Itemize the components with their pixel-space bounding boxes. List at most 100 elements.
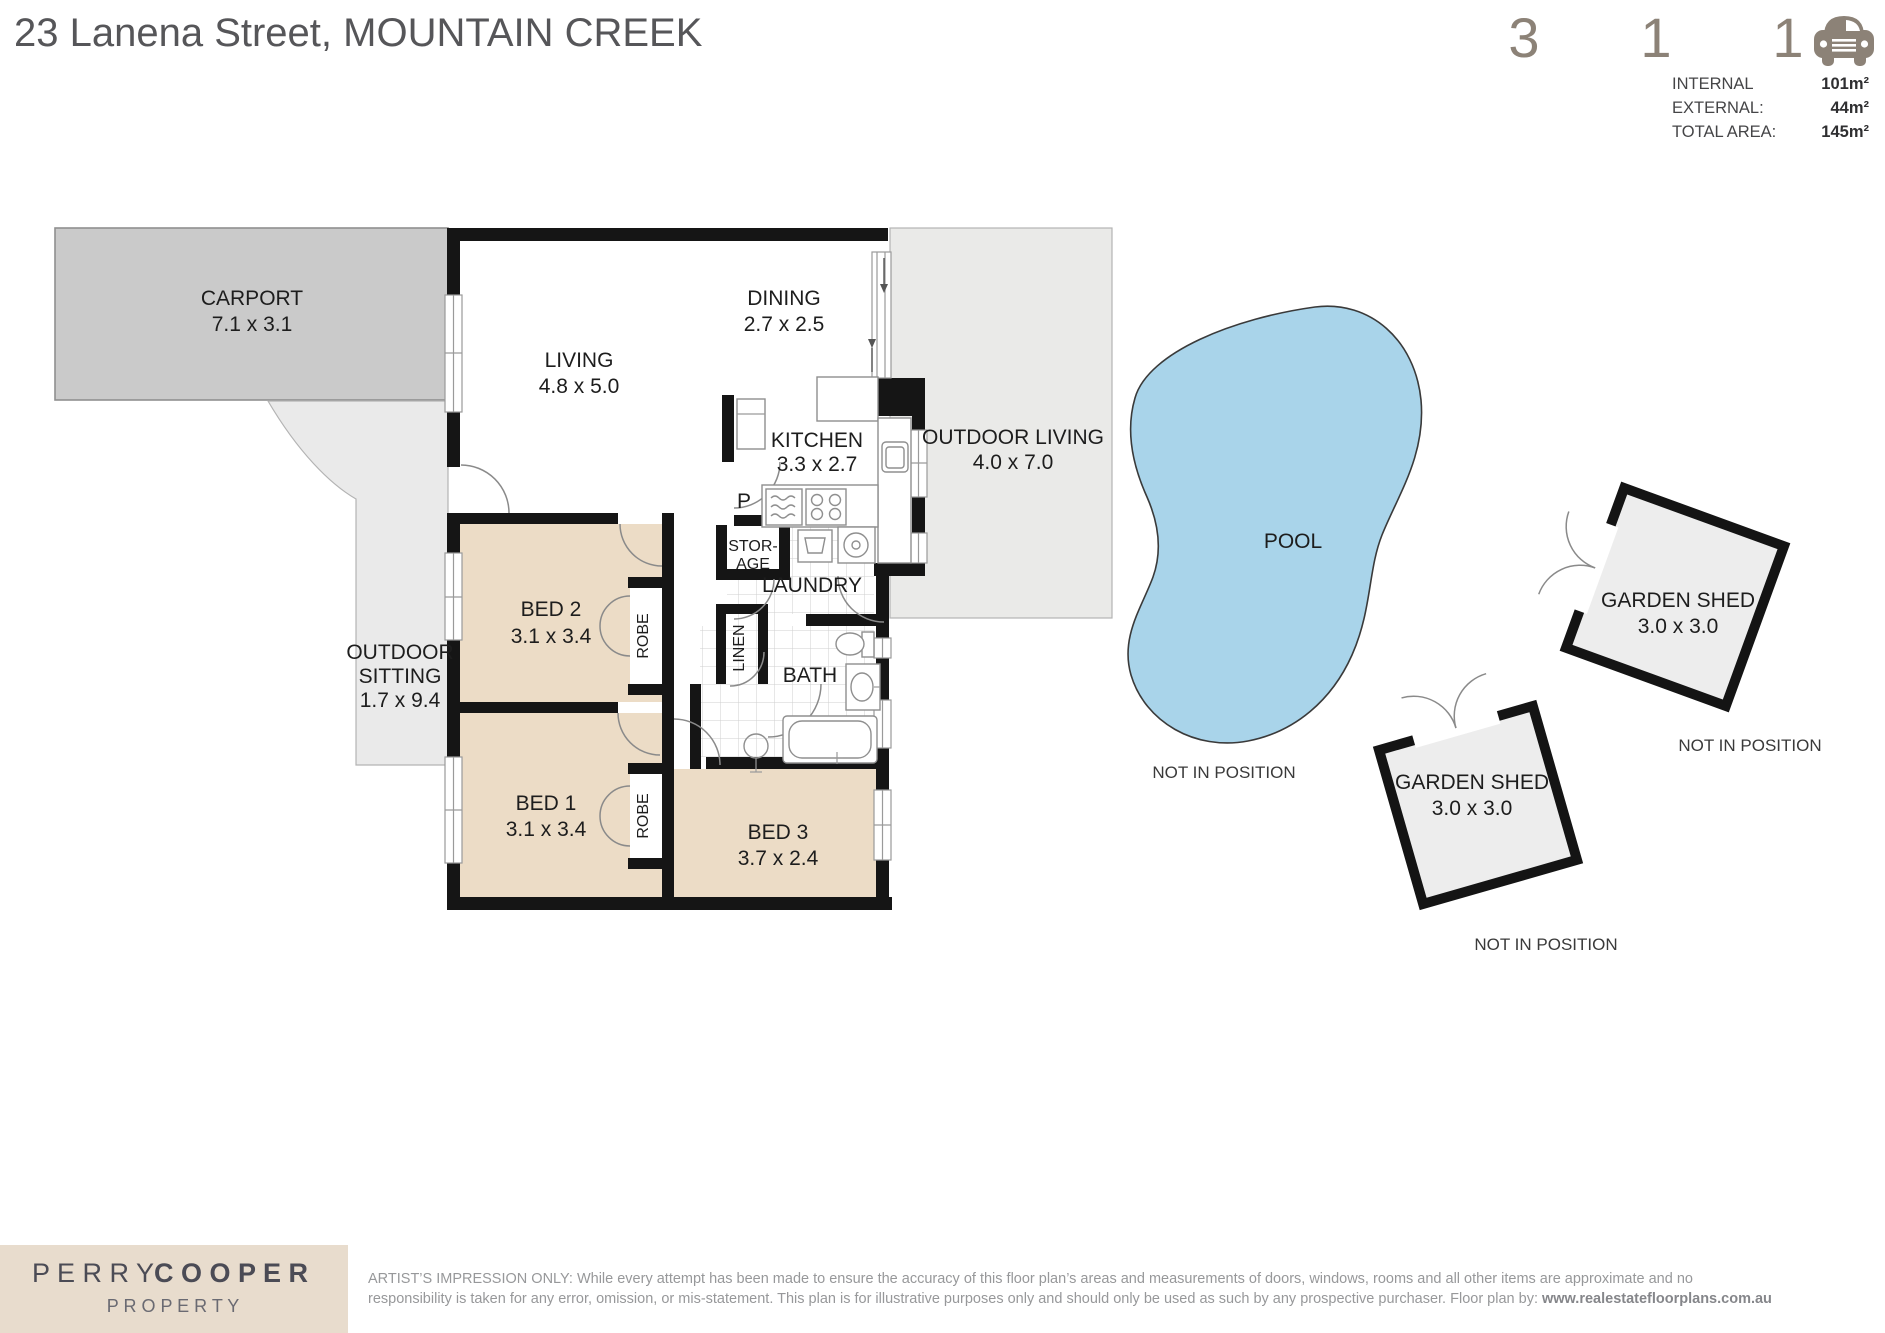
robe-label: ROBE — [635, 613, 652, 658]
laundry-tub-icon — [797, 529, 833, 563]
dining-label: DINING — [747, 287, 821, 310]
kitchen-dims: 3.3 x 2.7 — [777, 453, 858, 476]
brand-logo — [0, 1245, 348, 1333]
external-label: EXTERNAL: — [1672, 99, 1764, 117]
disclaimer-line2: responsibility is taken for any error, o… — [368, 1291, 1772, 1307]
laundry-door-arc — [837, 575, 885, 623]
bed1-window — [444, 756, 463, 864]
car-icon — [1814, 16, 1874, 66]
bathtub-icon — [782, 715, 878, 764]
fixtures — [736, 376, 912, 773]
fridge-icon — [736, 398, 766, 450]
living-window — [444, 294, 463, 413]
page-title: 23 Lanena Street, MOUNTAIN CREEK — [14, 11, 703, 55]
garden-shed-2: GARDEN SHED 3.0 x 3.0 NOT IN POSITION — [1372, 672, 1618, 954]
outdoor-sitting-label: SITTING — [359, 665, 442, 688]
internal-label: INTERNAL — [1672, 75, 1754, 93]
disclaimer-text: responsibility is taken for any error, o… — [368, 1291, 1542, 1307]
storage-label: AGE — [736, 556, 770, 573]
feature-counts: 3 1 1 — [1508, 6, 1874, 69]
shed2-label: GARDEN SHED — [1395, 771, 1549, 794]
carport-label: CARPORT — [201, 287, 303, 310]
walls — [447, 228, 925, 910]
linen-label: LINEN — [731, 624, 748, 671]
total-area-value: 145m² — [1821, 123, 1869, 141]
cooktop-icon — [805, 488, 847, 526]
area-summary: INTERNAL 101m² EXTERNAL: 44m² TOTAL AREA… — [1672, 75, 1869, 141]
pool-shape — [1127, 305, 1423, 744]
brand-second: C O O P E R — [154, 1258, 308, 1288]
bed2-label: BED 2 — [521, 598, 582, 621]
doors — [460, 461, 885, 847]
robe-label: ROBE — [635, 793, 652, 838]
bed3-label: BED 3 — [748, 821, 809, 844]
kitchen-bench-east — [877, 417, 912, 564]
pool-not-in-position: NOT IN POSITION — [1152, 763, 1295, 782]
shed1-label: GARDEN SHED — [1601, 589, 1755, 612]
garden-shed-1: GARDEN SHED 3.0 x 3.0 NOT IN POSITION — [1538, 481, 1822, 755]
pantry-label: P — [737, 490, 751, 513]
disclaimer-line1: ARTIST’S IMPRESSION ONLY: While every at… — [368, 1271, 1693, 1287]
pool-label: POOL — [1264, 530, 1322, 553]
shed2-not-in-position: NOT IN POSITION — [1474, 935, 1617, 954]
dining-dims: 2.7 x 2.5 — [744, 313, 825, 336]
toilet-icon — [835, 631, 875, 658]
internal-value: 101m² — [1821, 75, 1869, 93]
shed1-dims: 3.0 x 3.0 — [1638, 615, 1719, 638]
beds-count: 3 — [1508, 6, 1539, 69]
vanity-icon — [845, 663, 881, 711]
brand-sub: P R O P E R T Y — [107, 1296, 239, 1316]
windows — [444, 251, 928, 864]
robe2-bifold-arc — [599, 625, 631, 657]
storage-label: STOR- — [728, 538, 777, 555]
storage-door-arc — [733, 578, 775, 620]
bed3-window-2 — [873, 789, 892, 861]
bed1-label: BED 1 — [516, 792, 577, 815]
linen-door-arc — [729, 651, 765, 687]
kitchen-sink — [881, 441, 909, 473]
outdoor-living-dims: 4.0 x 7.0 — [973, 451, 1054, 474]
baths-count: 1 — [1640, 6, 1671, 69]
header: 23 Lanena Street, MOUNTAIN CREEK 3 1 1 I… — [14, 6, 1874, 141]
shed1-not-in-position: NOT IN POSITION — [1678, 736, 1821, 755]
washing-machine-icon — [837, 526, 876, 564]
room-labels: CARPORT 7.1 x 3.1 LIVING 4.8 x 5.0 DININ… — [201, 287, 1104, 870]
oven-icon — [765, 488, 803, 526]
robe1-bifold-arc — [599, 785, 631, 817]
bed2-dims: 3.1 x 3.4 — [511, 625, 592, 648]
outdoor-sitting-label: OUTDOOR — [346, 641, 453, 664]
living-dims: 4.8 x 5.0 — [539, 375, 620, 398]
carport-area — [54, 227, 449, 401]
shower-icon — [743, 733, 769, 773]
total-area-label: TOTAL AREA: — [1672, 123, 1776, 141]
robe2-bifold-arc — [599, 595, 631, 627]
bed2-door-arc — [619, 523, 663, 567]
disclaimer-url: www.realestatefloorplans.com.au — [1541, 1291, 1772, 1307]
carport-dims: 7.1 x 3.1 — [212, 313, 293, 336]
dining-sliding-door — [868, 251, 892, 379]
footer: P E R R YC O O P E R P R O P E R T Y ART… — [0, 1245, 1772, 1333]
outdoor-sitting-dims: 1.7 x 9.4 — [360, 689, 441, 712]
robe1-bifold-arc — [599, 815, 631, 847]
outdoor-living-label: OUTDOOR LIVING — [922, 426, 1104, 449]
bath-window — [873, 637, 892, 659]
brand-first: P E R R Y — [32, 1258, 154, 1288]
bed1-door-arc — [617, 712, 661, 756]
external-value: 44m² — [1830, 99, 1869, 117]
pool: POOL NOT IN POSITION — [1127, 305, 1423, 782]
front-door-arc — [460, 464, 510, 514]
kitchen-bench — [816, 376, 879, 422]
laundry-label: LAUNDRY — [762, 574, 862, 597]
bed2-window — [444, 552, 463, 641]
kitchen-label: KITCHEN — [771, 429, 863, 452]
bed3-dims: 3.7 x 2.4 — [738, 847, 819, 870]
bed3-door-arc — [673, 718, 721, 766]
bed2-floor — [460, 524, 662, 702]
kitchen-sink — [885, 446, 905, 469]
kitchen-window-2 — [909, 532, 928, 564]
bed1-dims: 3.1 x 3.4 — [506, 818, 587, 841]
outdoor-areas — [54, 227, 1113, 766]
shed2-dims: 3.0 x 3.0 — [1432, 797, 1513, 820]
bed3-floor — [674, 769, 877, 897]
